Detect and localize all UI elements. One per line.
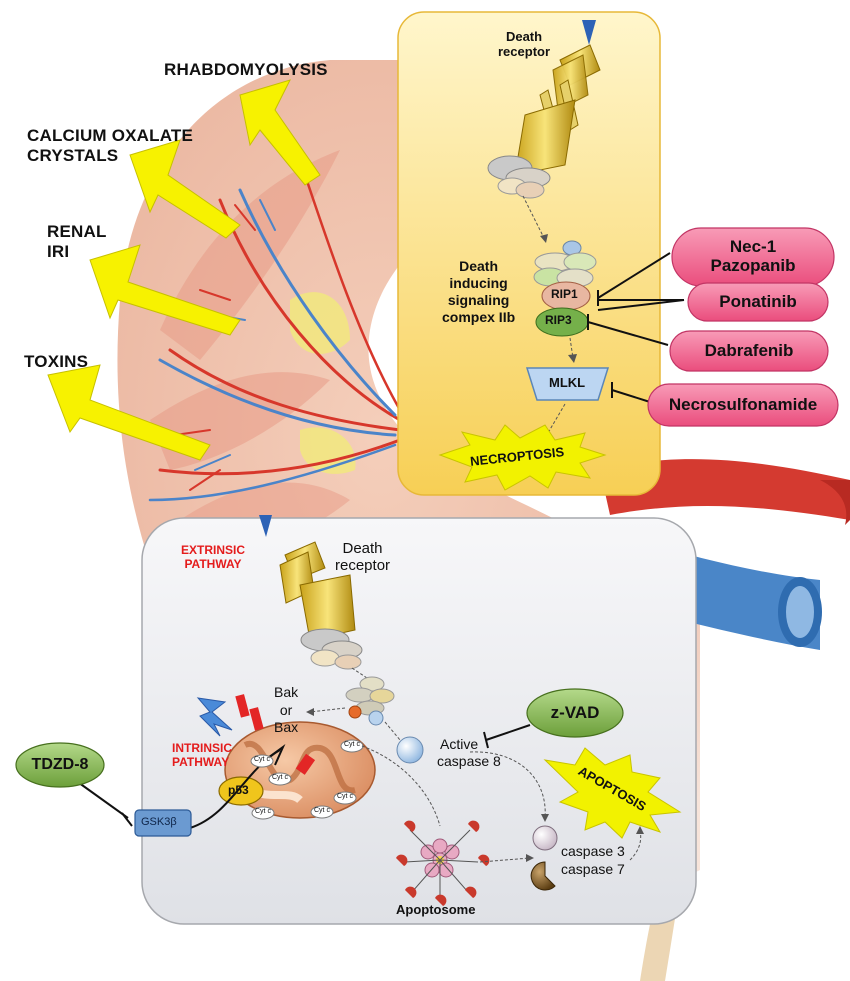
active-line: Active	[440, 736, 479, 752]
dabrafenib-pill	[669, 330, 829, 372]
cytc-label: Cyt c	[344, 741, 360, 748]
cytc-label: Cyt c	[337, 793, 353, 800]
arrow-head	[540, 234, 548, 243]
gsk3b-label: GSK3β	[141, 816, 177, 828]
death-receptor-top-line2: receptor	[498, 43, 551, 59]
extrinsic-line2: PATHWAY	[184, 556, 242, 571]
death-receptor-label-bottom: Death receptor	[335, 540, 390, 575]
caspase8-ball	[396, 736, 424, 764]
caspase3-line: caspase 3	[561, 843, 625, 859]
disc-line2: inducing	[449, 275, 508, 292]
dabrafenib-label: Dabrafenib	[704, 340, 794, 360]
lightning-icon	[239, 79, 321, 186]
disc-complex	[533, 240, 597, 337]
insult-calcium-oxalate: CALCIUM OXALATE CRYSTALS	[27, 126, 193, 165]
bak-bar	[235, 694, 250, 718]
intrinsic-pathway-label: INTRINSIC PATHWAY	[172, 741, 232, 770]
lightning-icon	[129, 139, 241, 239]
insult-renal-line1: RENAL	[47, 222, 107, 241]
death-receptor-bottom-line2: receptor	[335, 557, 391, 575]
lightning-icon	[47, 364, 211, 461]
cytc-label: Cyt c	[272, 774, 288, 781]
mlkl-label: MLKL	[549, 375, 586, 390]
insult-renal-iri: RENAL IRI	[47, 222, 107, 261]
caspase7-line: caspase 7	[561, 860, 625, 877]
apoptosis-burst	[543, 747, 682, 839]
caspase7-ball	[530, 861, 556, 891]
apoptosis-panel	[141, 517, 697, 925]
pazopanib-line: Pazopanib	[710, 256, 796, 275]
ponatinib-label: Ponatinib	[719, 291, 797, 311]
disc-line4: compex IIb	[442, 309, 516, 326]
lightning-icon	[89, 244, 241, 336]
stress-lightning-icon	[196, 697, 233, 737]
p53-label: p53	[228, 783, 249, 797]
disc-line1: Death	[459, 258, 499, 274]
caspase-3-7-label: caspase 3 caspase 7	[561, 843, 625, 878]
insult-calcium-line2: CRYSTALS	[27, 145, 119, 165]
active-caspase8-label: Active caspase 8	[437, 736, 501, 770]
extrinsic-line1: EXTRINSIC	[181, 543, 246, 557]
nec1-pazopanib-label: Nec-1 Pazopanib	[672, 228, 834, 286]
caspase3-ball	[532, 825, 558, 851]
necroptosis-burst	[438, 424, 607, 491]
tdzd-inhibit-line	[74, 779, 129, 819]
caspase8-line: caspase 8	[437, 752, 501, 769]
apoptosome	[396, 820, 490, 906]
cytc-label: Cyt c	[314, 807, 330, 814]
disc-apoptosis	[345, 676, 395, 726]
insult-renal-line2: IRI	[47, 241, 70, 261]
death-receptor-apoptosis	[259, 515, 363, 670]
necrosulfonamide-label: Necrosulfonamide	[668, 394, 818, 414]
inhibition-lines-necroptosis	[587, 252, 685, 403]
insult-rhabdomyolysis: RHABDOMYOLYSIS	[164, 60, 328, 79]
intrinsic-line2: PATHWAY	[172, 754, 230, 769]
lightning-bolts	[47, 79, 321, 461]
rip1-label: RIP1	[551, 287, 578, 301]
or-line: or	[279, 701, 293, 718]
bax-pore	[295, 753, 316, 775]
gsk3b-box	[134, 809, 192, 837]
bak-bax-label: Bak or Bax	[274, 684, 298, 737]
insult-toxins: TOXINS	[24, 352, 89, 371]
ligand-icon	[582, 20, 596, 45]
cytc-label: Cyt c	[255, 808, 271, 815]
nec1-line: Nec-1	[729, 237, 777, 257]
ponatinib-pill	[687, 282, 829, 322]
necrosulfonamide-pill	[647, 383, 839, 427]
ligand-icon	[259, 515, 272, 537]
extrinsic-pathway-label: EXTRINSIC PATHWAY	[181, 543, 246, 572]
death-receptor-necroptosis	[487, 20, 601, 199]
apoptosome-label: Apoptosome	[396, 902, 476, 917]
rip3-label: RIP3	[545, 313, 572, 327]
disc-line3: signaling	[447, 292, 510, 309]
necroptosis-panel	[397, 11, 661, 496]
death-receptor-label-top: Death receptor	[498, 29, 551, 60]
death-receptor-bottom-line1: Death	[342, 540, 383, 557]
arrow	[522, 195, 546, 241]
cytc-label: Cyt c	[254, 756, 270, 763]
death-receptor-top-line1: Death	[505, 29, 543, 44]
zvad-label: z-VAD	[550, 702, 600, 722]
bax-bar	[249, 707, 264, 731]
mlkl-node	[525, 367, 610, 401]
tdzd8-pill	[15, 742, 105, 788]
disc-label: Death inducing signaling compex IIb	[442, 258, 515, 326]
bak-line: Bak	[274, 684, 299, 700]
bax-line: Bax	[274, 719, 299, 735]
intrinsic-line1: INTRINSIC	[172, 741, 232, 755]
zvad-pill	[526, 688, 624, 738]
cytc-group	[250, 739, 364, 820]
tdzd8-label: TDZD-8	[31, 756, 89, 774]
insult-calcium-line1: CALCIUM OXALATE	[27, 126, 194, 145]
